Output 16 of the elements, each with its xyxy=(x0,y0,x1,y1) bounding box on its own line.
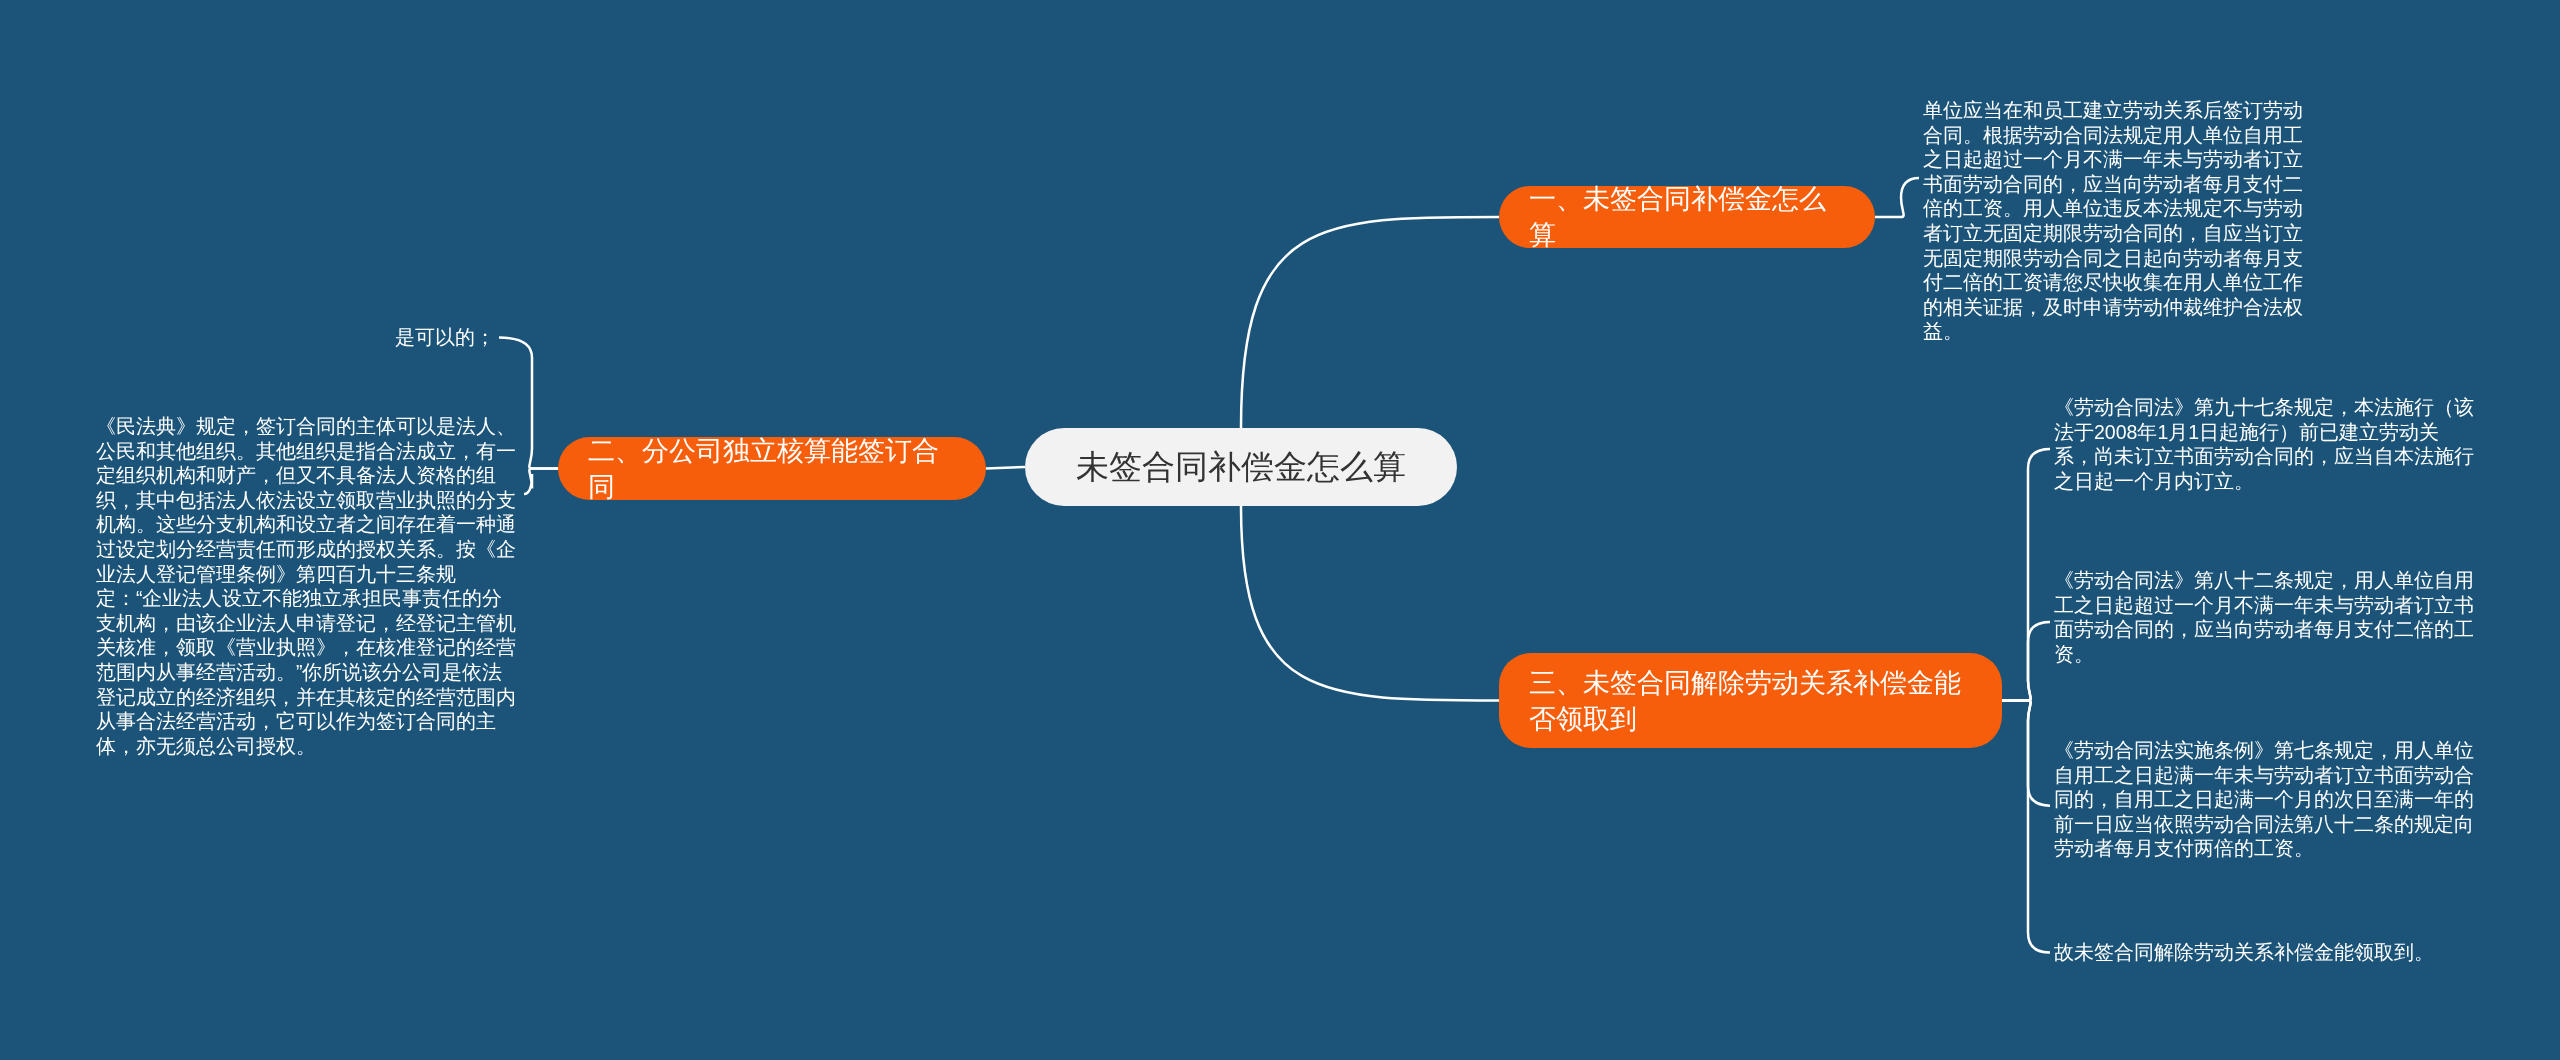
connector-line xyxy=(1875,176,1920,219)
central-topic: 未签合同补偿金怎么算 xyxy=(1025,428,1457,506)
note-text: 《民法典》规定，签订合同的主体可以是法人、公民和其他组织。其他组织是指合法成立，有一定组织机构和财产，但又不具备法人资格的组织，其中包括法人依法设立领取营业执照的分支机构。这些分支机构和设立者之间存在着一种通过设定划分经营责任而形成的授权关系。按《企业法人登记管理条例》第四百九十三条规定：“企业法人设立不能独立承担民事责任的分支机构，由该企业法人申请登记，经登记主管机关核准，领取《营业执照》，在核准登记的经营范围内从事经营活动。”你所说该分公司是依法登记成立的经济组织，并在其核定的经营范围内从事合法经营活动，它可以作为签订合同的主体，亦无须总公司授权。 xyxy=(96,414,520,759)
connector-line xyxy=(523,467,558,496)
connector-line xyxy=(985,465,1026,470)
note-text: 《劳动合同法》第九十七条规定，本法施行（该法于2008年1月1日起施行）前已建立劳动关系，尚未订立书面劳动合同的，应当自本法施行之日起一个月内订立。 xyxy=(2054,395,2474,494)
connector-line xyxy=(1239,215,1499,429)
note-text: 《劳动合同法实施条例》第七条规定，用人单位自用工之日起满一年未与劳动者订立书面劳动合同的，自用工之日起满一个月的次日至满一年的前一日应当依照劳动合同法第八十二条的规定向劳动者每月支付两倍的工资。 xyxy=(2054,738,2474,861)
note-text: 故未签合同解除劳动关系补偿金能领取到。 xyxy=(2054,940,2474,965)
connector-line xyxy=(1239,505,1499,702)
topic-box: 二、分公司独立核算能签订合同 xyxy=(558,437,986,500)
topic-box: 三、未签合同解除劳动关系补偿金能否领取到 xyxy=(1499,653,2002,748)
note-text: 是可以的； xyxy=(380,325,495,350)
note-text: 单位应当在和员工建立劳动关系后签订劳动合同。根据劳动合同法规定用人单位自用工之日起超过一个月不满一年未与劳动者订立书面劳动合同的，应当向劳动者每月支付二倍的工资。用人单位违反本法规定不与劳动者订立无固定期限劳动合同的，自应当订立无固定期限劳动合同之日起向劳动者每月支付二倍的工资请您尽快收集在用人单位工作的相关证据，及时申请劳动仲裁维护合法权益。 xyxy=(1923,98,2305,344)
topic-box: 一、未签合同补偿金怎么算 xyxy=(1499,186,1875,248)
note-text: 《劳动合同法》第八十二条规定，用人单位自用工之日起超过一个月不满一年未与劳动者订立书面劳动合同的，应当向劳动者每月支付二倍的工资。 xyxy=(2054,568,2474,667)
